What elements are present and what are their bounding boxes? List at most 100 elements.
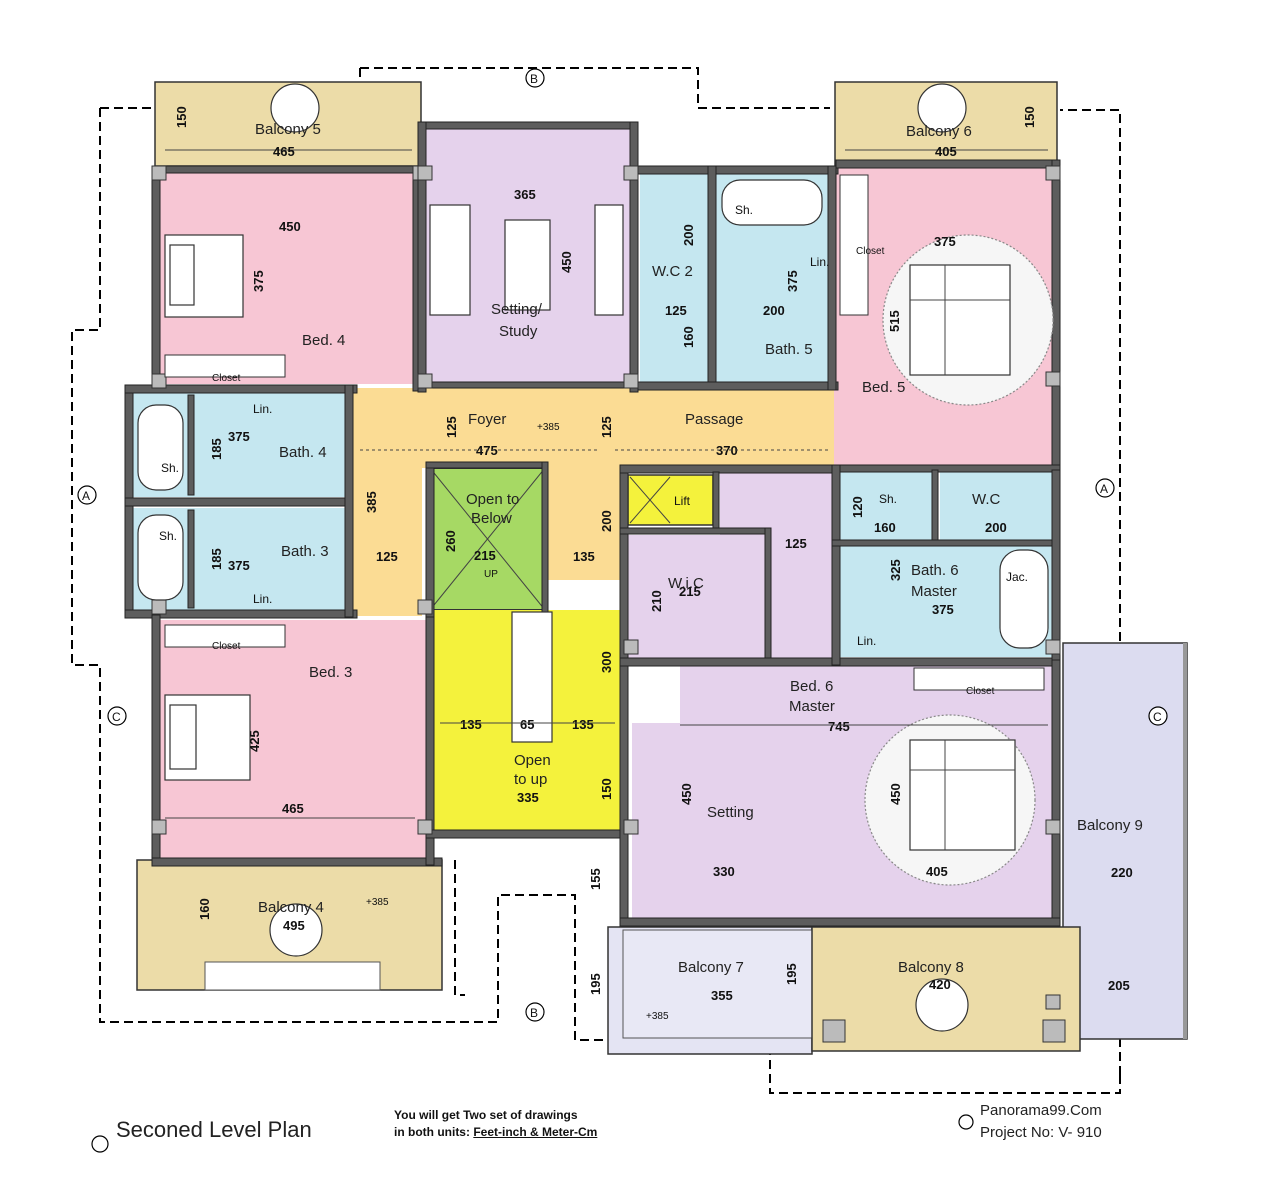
wc-label: W.C <box>972 491 1000 508</box>
wc-area <box>940 472 1055 540</box>
svg-text:125: 125 <box>785 536 807 551</box>
roof-outline-top <box>359 67 830 109</box>
svg-text:195: 195 <box>588 973 603 995</box>
bed-6-notch <box>632 665 680 723</box>
svg-text:A: A <box>82 489 90 503</box>
brand-marker-icon <box>958 1114 974 1130</box>
columns <box>151 165 1066 1043</box>
svg-text:450: 450 <box>679 783 694 805</box>
wic-label: W.i.C <box>668 575 704 592</box>
svg-text:150: 150 <box>174 106 189 128</box>
lin-bath6-label: Lin. <box>857 634 876 648</box>
svg-text:125: 125 <box>599 416 614 438</box>
furniture <box>137 83 1054 1032</box>
svg-text:300: 300 <box>599 651 614 673</box>
svg-text:375: 375 <box>228 429 250 444</box>
svg-text:375: 375 <box>251 270 266 292</box>
svg-text:C: C <box>112 710 121 724</box>
svg-text:120: 120 <box>850 496 865 518</box>
plan-title: Seconed Level Plan <box>116 1117 312 1142</box>
svg-text:160: 160 <box>874 520 896 535</box>
svg-text:160: 160 <box>197 898 212 920</box>
svg-text:495: 495 <box>283 918 305 933</box>
svg-text:385: 385 <box>364 491 379 513</box>
svg-text:375: 375 <box>934 234 956 249</box>
svg-text:425: 425 <box>247 730 262 752</box>
open-up-sub-label: to up <box>514 771 547 788</box>
setting-label: Setting <box>707 804 754 821</box>
balcony-7-inner <box>622 929 814 1039</box>
balcony-7-label: Balcony 7 <box>678 959 744 976</box>
svg-text:260: 260 <box>443 530 458 552</box>
section-a-left: A <box>77 485 97 505</box>
svg-text:200: 200 <box>681 224 696 246</box>
wic-area <box>628 535 768 660</box>
study-sub-label: Study <box>499 323 538 340</box>
balcony-9-area <box>1062 642 1188 1040</box>
svg-text:465: 465 <box>282 801 304 816</box>
foyer-passage-left <box>352 388 422 616</box>
project-number: Project No: V- 910 <box>980 1124 1102 1141</box>
svg-text:C: C <box>1153 710 1162 724</box>
shower-right-label: Sh. <box>879 492 897 506</box>
svg-text:335: 335 <box>517 790 539 805</box>
bed-5-label: Bed. 5 <box>862 379 905 396</box>
balcony-9-label: Balcony 9 <box>1077 817 1143 834</box>
bath-4-label: Bath. 4 <box>279 444 327 461</box>
svg-text:370: 370 <box>716 443 738 458</box>
svg-text:125: 125 <box>444 416 459 438</box>
svg-text:210: 210 <box>649 590 664 612</box>
level-foyer-label: +385 <box>537 422 560 433</box>
svg-text:195: 195 <box>784 963 799 985</box>
section-b-top: B <box>525 68 545 88</box>
fixture-labels: Closet Closet Closet Closet Lin. Lin. Li… <box>159 203 1028 1022</box>
svg-text:450: 450 <box>279 219 301 234</box>
svg-text:135: 135 <box>572 717 594 732</box>
balcony-9-rail <box>1183 643 1187 1039</box>
wc-2-area <box>640 172 708 382</box>
lift-area <box>627 474 714 526</box>
svg-text:215: 215 <box>474 548 496 563</box>
lin-bath5-label: Lin. <box>810 255 829 269</box>
shower-right-area <box>840 472 935 540</box>
svg-text:B: B <box>530 72 538 86</box>
closet-bed4-label: Closet <box>212 373 241 384</box>
svg-text:135: 135 <box>573 549 595 564</box>
balcony-8-label: Balcony 8 <box>898 959 964 976</box>
shower-bath3-label: Sh. <box>159 529 177 543</box>
svg-text:365: 365 <box>514 187 536 202</box>
svg-text:125: 125 <box>376 549 398 564</box>
lin-bath3-label: Lin. <box>253 592 272 606</box>
closet-bed5-label: Closet <box>856 246 885 257</box>
drawing-note: You will get Two set of drawings in both… <box>394 1107 597 1141</box>
svg-text:375: 375 <box>932 602 954 617</box>
shower-bath4-label: Sh. <box>161 461 179 475</box>
bath-5-label: Bath. 5 <box>765 341 813 358</box>
bed-6-label: Bed. 6 <box>790 678 833 695</box>
walls <box>124 121 1061 927</box>
study-label: Setting/ <box>491 301 543 318</box>
lin-bath4-label: Lin. <box>253 402 272 416</box>
open-below-sub-label: Below <box>471 510 512 527</box>
svg-text:125: 125 <box>665 303 687 318</box>
foyer-area <box>352 388 834 468</box>
svg-text:215: 215 <box>679 584 701 599</box>
note-units-prefix: in both units: <box>394 1125 474 1139</box>
section-a-right: A <box>1095 478 1115 498</box>
website: Panorama99.Com <box>980 1102 1102 1119</box>
svg-text:185: 185 <box>209 438 224 460</box>
closet-bed6-label: Closet <box>966 686 995 697</box>
svg-text:200: 200 <box>599 510 614 532</box>
level-balcony4-label: +385 <box>366 897 389 908</box>
wc-2-label: W.C 2 <box>652 263 693 280</box>
balcony-4-opening <box>204 961 381 991</box>
svg-text:375: 375 <box>228 558 250 573</box>
svg-text:405: 405 <box>926 864 948 879</box>
bath-3-label: Bath. 3 <box>281 543 329 560</box>
room-labels: Bed. 4 Bed. 3 Bed. 5 Bed. 6 Master Bath.… <box>255 121 1143 976</box>
section-c-left: C <box>107 706 127 726</box>
bed-3-label: Bed. 3 <box>309 664 352 681</box>
svg-text:185: 185 <box>209 548 224 570</box>
bath-6-sub-label: Master <box>911 583 957 600</box>
balcony-5-label: Balcony 5 <box>255 121 321 138</box>
